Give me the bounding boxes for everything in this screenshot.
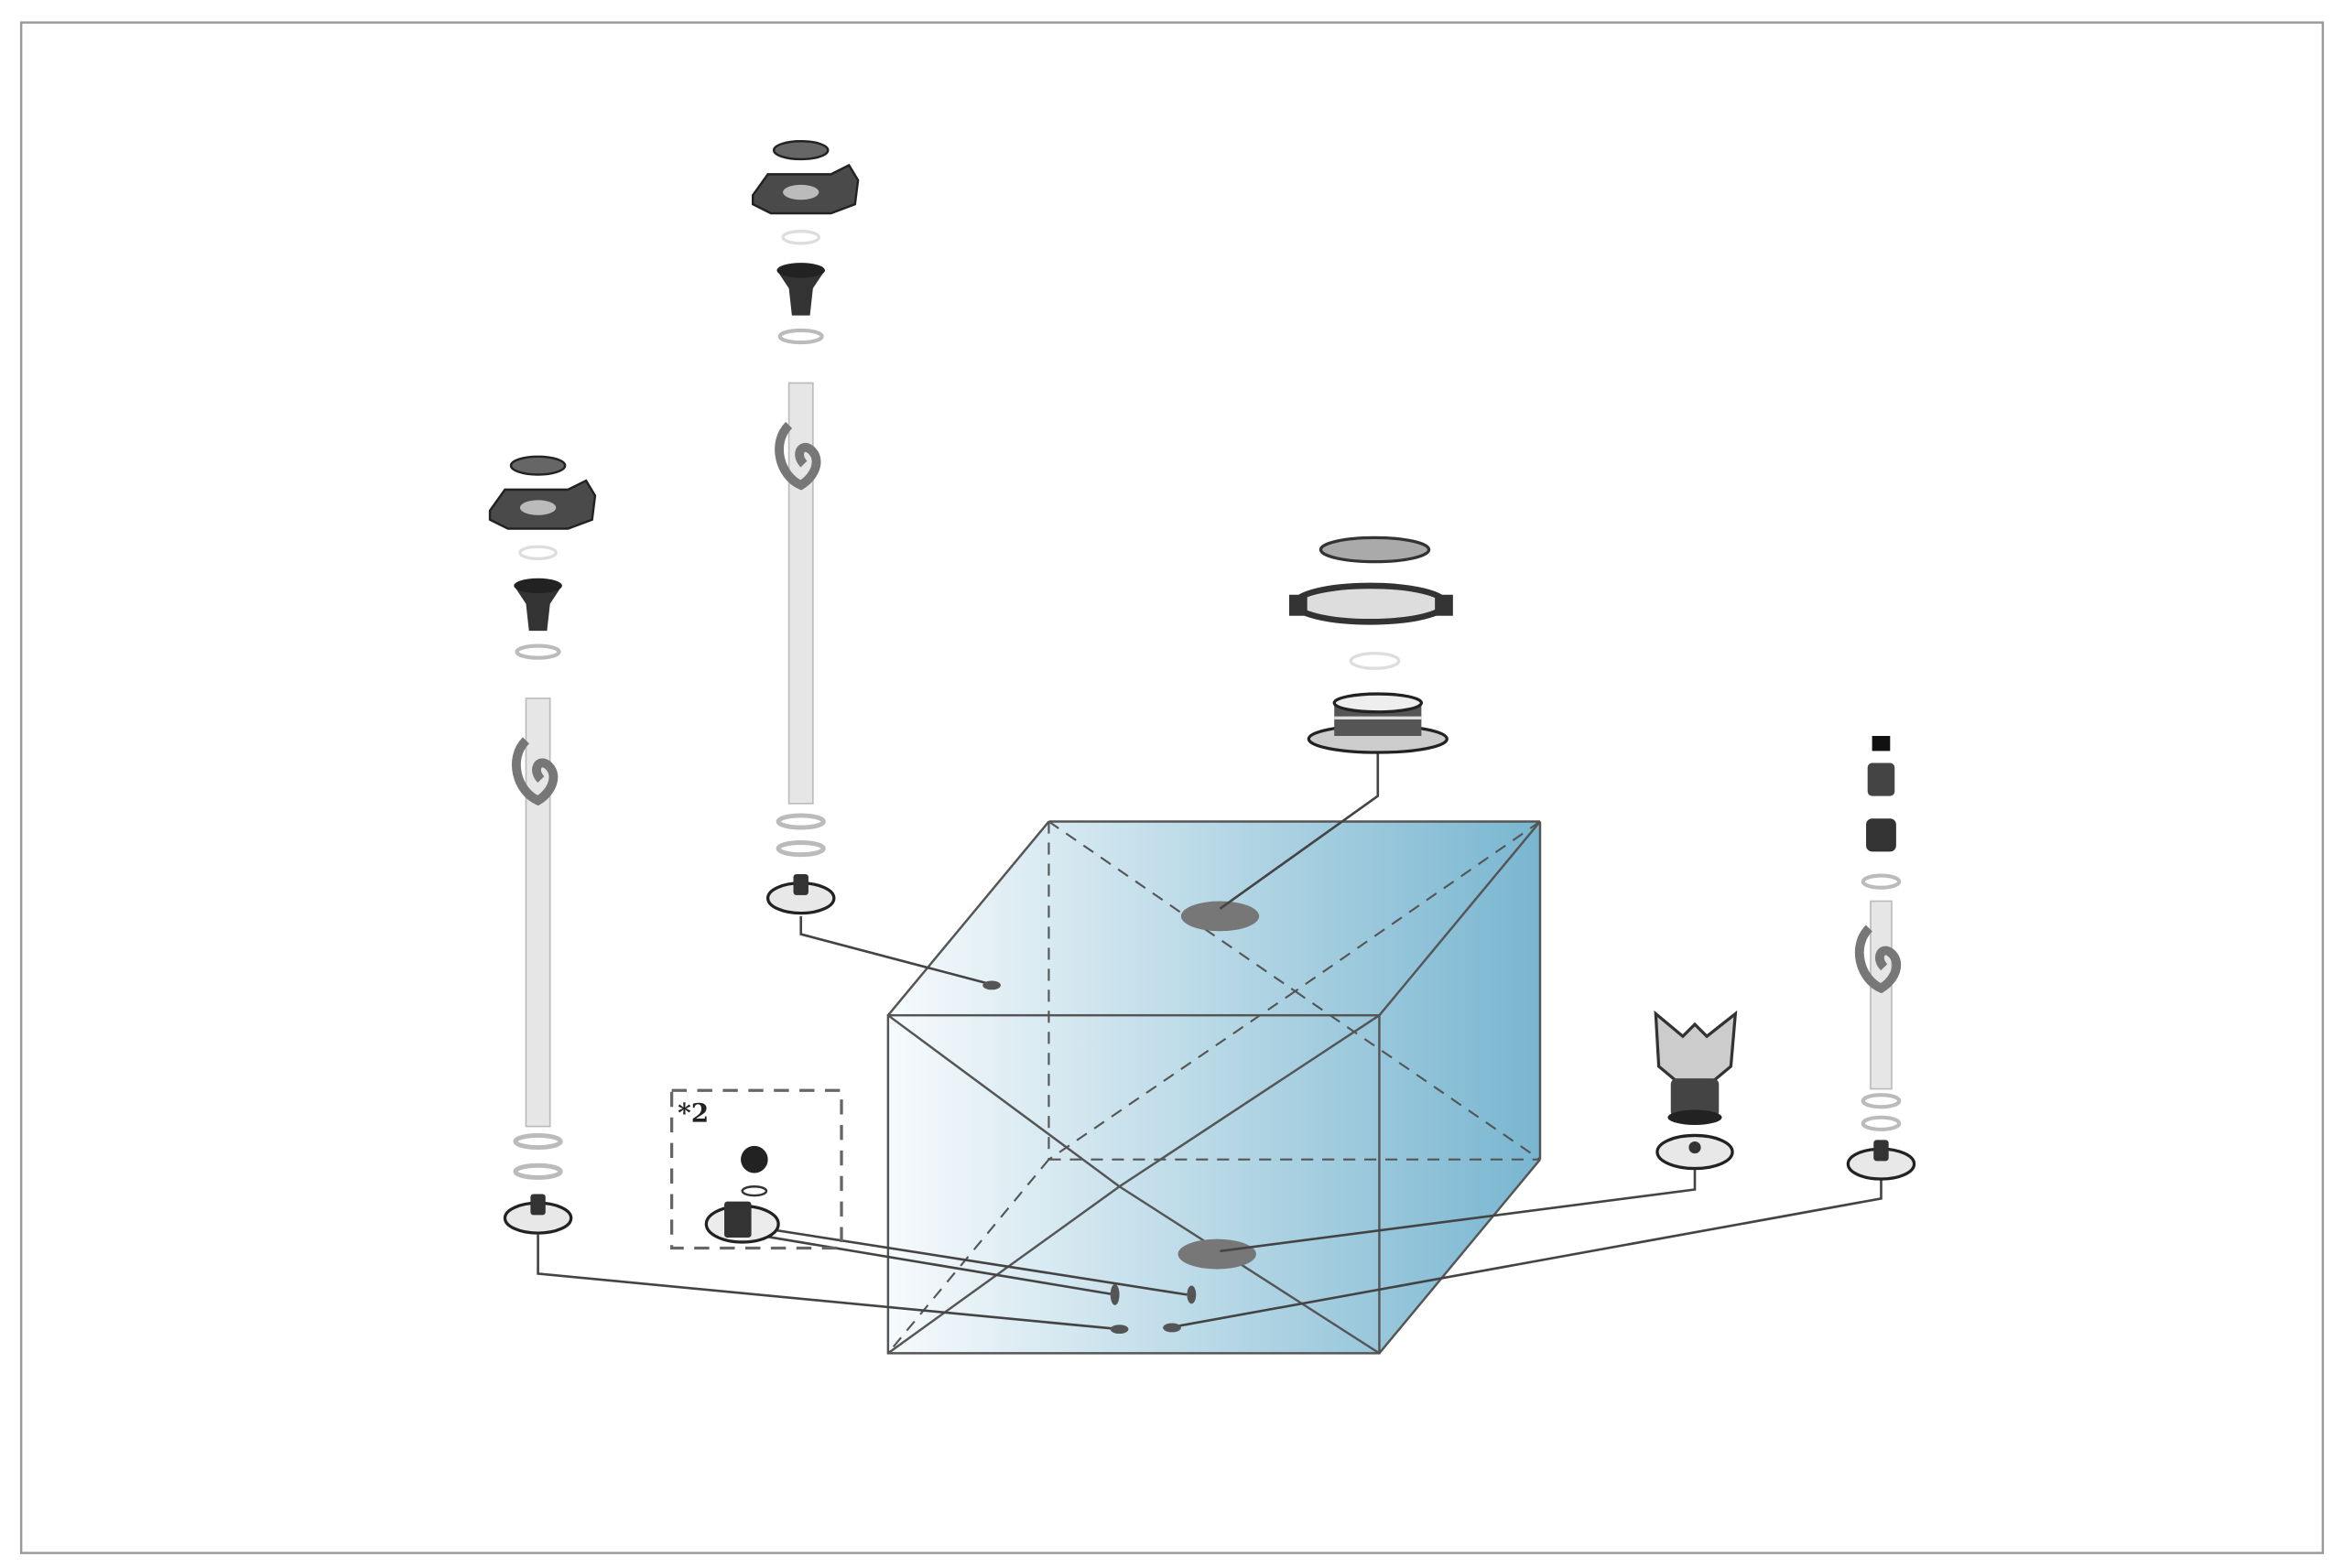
bottom-port — [1177, 1238, 1256, 1270]
upper-pump-assembly — [753, 141, 858, 915]
top-port — [1180, 901, 1260, 932]
water-tank — [886, 820, 1542, 1355]
left-pump-assembly — [490, 457, 595, 1235]
float-valve-assembly — [1654, 1010, 1738, 1171]
detail-label: *2 — [678, 1098, 709, 1129]
right-outlet-assembly — [1846, 735, 1916, 1181]
detail-box-2: *2 — [669, 1088, 843, 1250]
top-fill-assembly — [1288, 535, 1453, 754]
connection-lines — [537, 751, 1883, 1331]
